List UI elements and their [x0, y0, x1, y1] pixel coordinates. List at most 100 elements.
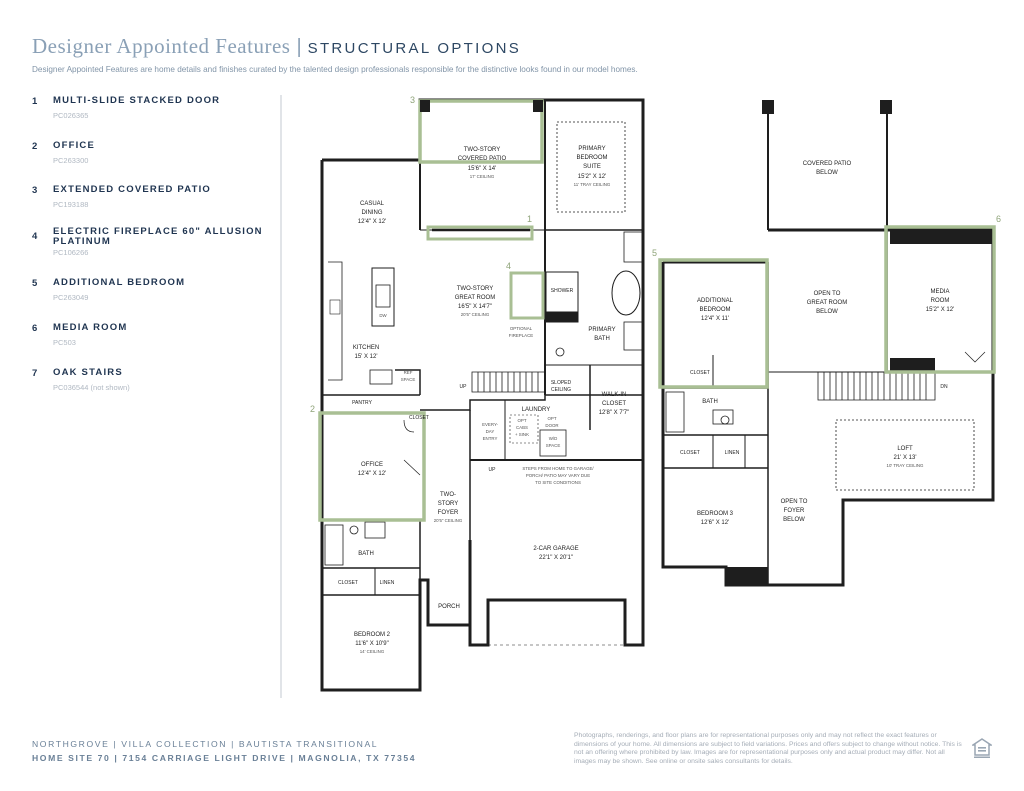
opt-cabs-label: CABS: [516, 425, 528, 430]
equal-housing-icon: [972, 738, 992, 758]
add-bedroom-dim: 12'4" X 11': [701, 316, 729, 322]
feature-code: PC026365: [53, 111, 89, 120]
feature-number: 5: [32, 278, 38, 289]
highlight-fireplace: [509, 271, 545, 320]
opt-door-label: DOOR: [545, 423, 558, 428]
marker-5: 5: [652, 248, 657, 258]
opt-cabs-label: + SINK: [515, 432, 529, 437]
feature-name: ELECTRIC FIREPLACE 60" ALLUSION PLATINUM: [53, 226, 263, 247]
stair-up-label: UP: [460, 384, 468, 390]
sloped-label: SLOPED: [551, 380, 572, 386]
feature-number: 3: [32, 185, 38, 196]
primary-bath-label: BATH: [594, 336, 610, 342]
first-floor-plan: [320, 98, 645, 692]
patio-dim: 15'6" X 14': [468, 166, 496, 172]
walkin-label: WALK-IN: [602, 392, 627, 398]
foyer-label: FOYER: [438, 510, 459, 516]
closet-label: CLOSET: [409, 415, 429, 421]
ref-label: REF: [404, 370, 413, 375]
feature-number: 7: [32, 368, 38, 379]
title-main: Designer Appointed Features: [32, 34, 291, 58]
wd-label: SPACE: [546, 443, 561, 448]
walkin-label: CLOSET: [602, 401, 626, 407]
dining-label: DINING: [362, 210, 383, 216]
closet-label: CLOSET: [680, 450, 700, 456]
bedroom3-label: BEDROOM 3: [697, 511, 734, 517]
feature-code: PC106266: [53, 248, 89, 257]
opt-cabs-label: OPT: [517, 418, 526, 423]
open-great-label: GREAT ROOM: [807, 300, 847, 306]
page-subtitle: Designer Appointed Features are home det…: [32, 65, 638, 74]
loft-label: LOFT: [897, 446, 913, 452]
kitchen-label: KITCHEN: [353, 345, 379, 351]
primary-bath-label: PRIMARY: [588, 327, 615, 333]
footer-address: NORTHGROVE | VILLA COLLECTION | BAUTISTA…: [32, 737, 416, 765]
linen-label: LINEN: [380, 580, 395, 586]
dining-dim: 12'4" X 12': [358, 219, 386, 225]
add-bedroom-label: ADDITIONAL: [697, 298, 734, 304]
closet-label: CLOSET: [338, 580, 358, 586]
foyer-ceiling: 20'5" CEILING: [434, 518, 463, 523]
entry-label: DAY: [486, 429, 495, 434]
feature-code: PC503: [53, 338, 76, 347]
media-dim: 15'2" X 12': [926, 307, 954, 313]
walkin-dim: 12'8" X 7'7": [599, 410, 630, 416]
marker-4: 4: [506, 261, 511, 271]
sloped-label: CEILING: [551, 387, 571, 393]
feature-code: PC263300: [53, 156, 89, 165]
media-label: MEDIA: [930, 289, 949, 295]
highlight-stacked-door: [426, 225, 534, 241]
primary-ceiling: 11' TRAY CEILING: [574, 182, 611, 187]
primary-label: BEDROOM: [576, 155, 607, 161]
loft-ceiling: 10' TRAY CEILING: [887, 463, 925, 468]
media-label: ROOM: [931, 298, 950, 304]
highlight-media-room: [884, 225, 996, 374]
steps-note: PORCH/ PATIO MAY VARY DUE: [526, 473, 590, 478]
option-highlights-second-floor: [658, 225, 996, 389]
feature-name: ADDITIONAL BEDROOM: [53, 277, 186, 288]
kitchen-dim: 15' X 12': [355, 354, 378, 360]
patio-label: COVERED PATIO: [458, 156, 507, 162]
footer-community: NORTHGROVE | VILLA COLLECTION | BAUTISTA…: [32, 739, 379, 749]
fireplace-label: FIREPLACE: [509, 333, 533, 338]
garage-dim: 22'1" X 20'1": [539, 555, 573, 561]
feature-name: OAK STAIRS: [53, 367, 123, 378]
feature-number: 6: [32, 323, 38, 334]
feature-name: MEDIA ROOM: [53, 322, 128, 333]
highlight-additional-bedroom: [658, 258, 769, 389]
footer-disclaimer: Photographs, renderings, and floor plans…: [574, 732, 962, 765]
patio-ceiling: 17' CEILING: [470, 174, 495, 179]
great-room-dim: 16'5" X 14'7": [458, 304, 492, 310]
laundry-label: LAUNDRY: [522, 407, 551, 413]
open-foyer-label: BELOW: [783, 517, 805, 523]
feature-code: PC263049: [53, 293, 89, 302]
closet-label: CLOSET: [690, 370, 710, 376]
bath-label: BATH: [358, 551, 374, 557]
feature-name: MULTI-SLIDE STACKED DOOR: [53, 95, 221, 106]
pantry-label: PANTRY: [352, 400, 372, 406]
steps-note: STEPS FROM HOME TO GARAGE/: [522, 466, 594, 471]
shower-label: SHOWER: [551, 288, 574, 294]
feature-number: 2: [32, 141, 38, 152]
porch-label: PORCH: [438, 604, 460, 610]
feature-code: PC193188: [53, 200, 89, 209]
dn-label: DN: [940, 384, 948, 390]
primary-dim: 15'2" X 12': [578, 174, 606, 180]
steps-note: TO SITE CONDITIONS: [535, 480, 581, 485]
footer-homesite: HOME SITE 70 | 7154 CARRIAGE LIGHT DRIVE…: [32, 753, 417, 763]
fireplace-label: OPTIONAL: [510, 326, 533, 331]
feature-code: PC036544 (not shown): [53, 383, 130, 392]
page-title: Designer Appointed Features|STRUCTURAL O…: [32, 34, 521, 59]
add-bedroom-label: BEDROOM: [699, 307, 730, 313]
marker-6: 6: [996, 214, 1001, 224]
marker-1: 1: [527, 214, 532, 224]
patio-columns: [420, 100, 543, 112]
feature-name: OFFICE: [53, 140, 96, 151]
bedroom2-ceiling: 14' CEILING: [360, 649, 385, 654]
bedroom2-label: BEDROOM 2: [354, 632, 391, 638]
great-room-label: TWO-STORY: [457, 286, 493, 292]
garage-up-label: UP: [489, 467, 497, 473]
primary-label: SUITE: [583, 164, 601, 170]
patio-below-label: BELOW: [816, 170, 838, 176]
open-great-label: BELOW: [816, 309, 838, 315]
